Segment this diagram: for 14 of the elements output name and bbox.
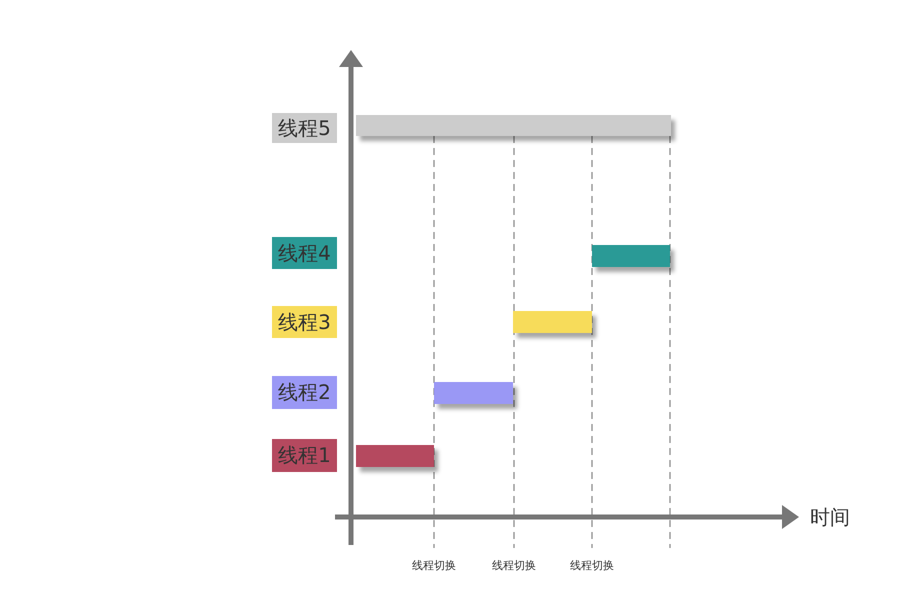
time-bar (356, 445, 434, 467)
tick-label: 线程切换 (570, 558, 614, 573)
time-bar (356, 115, 671, 136)
axis-label: 时间 (810, 504, 850, 531)
tick-label: 线程切换 (412, 558, 456, 573)
thread-label: 线程2 (272, 376, 337, 409)
thread-label: 线程3 (272, 306, 337, 338)
time-bar (434, 382, 513, 404)
time-bar (513, 311, 592, 333)
thread-label: 线程5 (272, 113, 337, 143)
thread-label: 线程1 (272, 439, 337, 472)
thread-label: 线程4 (272, 237, 337, 269)
tick-label: 线程切换 (492, 558, 536, 573)
time-bar (592, 245, 670, 267)
